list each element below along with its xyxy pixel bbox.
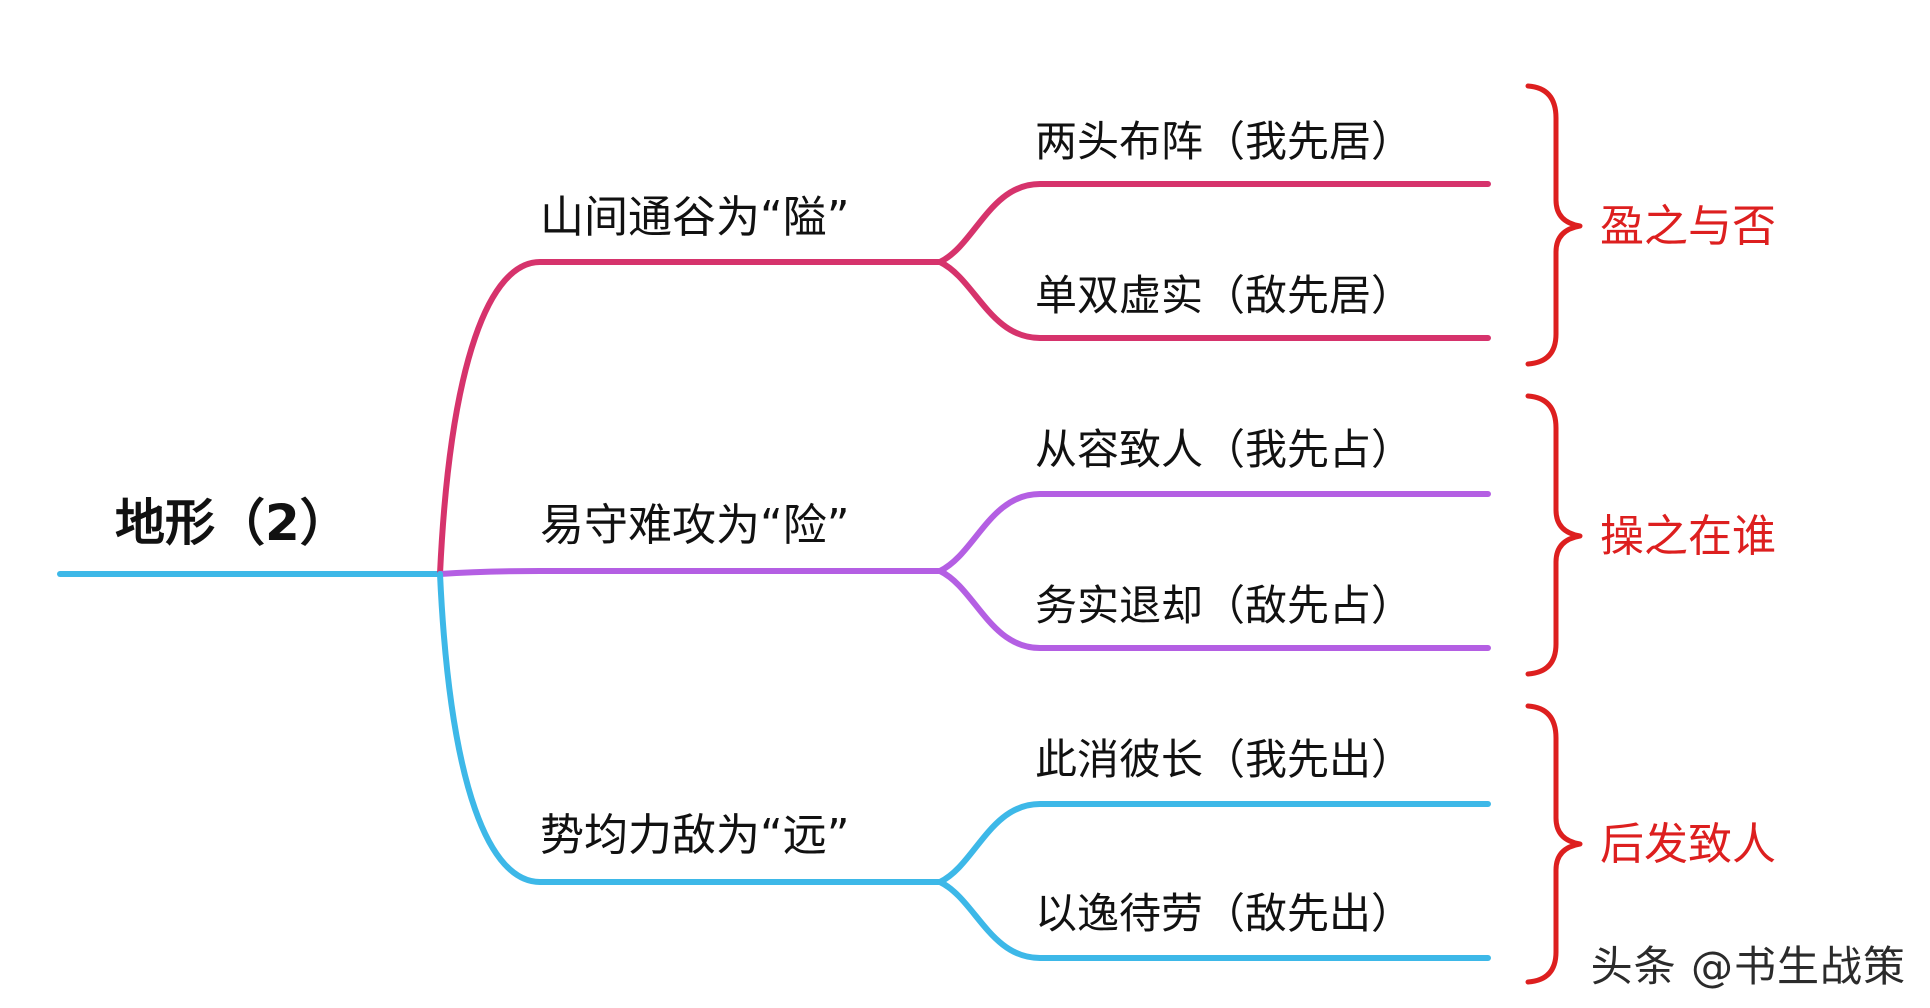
root-label: 地形（2） — [115, 494, 350, 552]
branch-1-leaf-1-line — [937, 181, 1491, 265]
branch-1: 山间通谷为“隘” 两头布阵（我先居） 单双虚实（敌先居） — [437, 117, 1491, 577]
group-3-label: 后发致人 — [1600, 819, 1776, 870]
watermark: 头条 @书生战策 — [1590, 942, 1906, 991]
branch-1-leaf-2-label: 单双虚实（敌先居） — [1035, 271, 1413, 320]
branch-3-leaf-1-label: 此消彼长（我先出） — [1035, 735, 1413, 784]
group-2-label: 操之在谁 — [1600, 511, 1776, 562]
branch-3-leaf-2-line — [937, 879, 1491, 961]
branch-2-connector — [437, 568, 943, 577]
branch-3-leaf-1-line — [937, 801, 1491, 885]
branch-1-label: 山间通谷为“隘” — [540, 192, 850, 243]
branch-3-label: 势均力敌为“远” — [540, 810, 850, 861]
group-1-label: 盈之与否 — [1600, 201, 1776, 252]
branch-3-connector — [437, 571, 943, 885]
branch-3: 势均力敌为“远” 此消彼长（我先出） 以逸待劳（敌先出） — [437, 571, 1491, 961]
branch-3-leaf-2-label: 以逸待劳（敌先出） — [1035, 889, 1413, 938]
branch-2-label: 易守难攻为“险” — [540, 500, 850, 551]
branch-2-leaf-1-line — [937, 491, 1491, 574]
branch-2-leaf-2-line — [937, 568, 1491, 651]
branch-2: 易守难攻为“险” 从容致人（我先占） 务实退却（敌先占） — [437, 425, 1491, 651]
group-1-brace — [1525, 83, 1583, 367]
branch-1-connector — [437, 259, 943, 577]
branch-1-leaf-1-label: 两头布阵（我先居） — [1035, 117, 1413, 166]
branch-2-leaf-1-label: 从容致人（我先占） — [1035, 425, 1413, 474]
branch-1-leaf-2-line — [937, 259, 1491, 341]
branch-2-leaf-2-label: 务实退却（敌先占） — [1035, 581, 1413, 630]
group-3-brace — [1525, 703, 1583, 985]
group-2-brace — [1525, 393, 1583, 677]
